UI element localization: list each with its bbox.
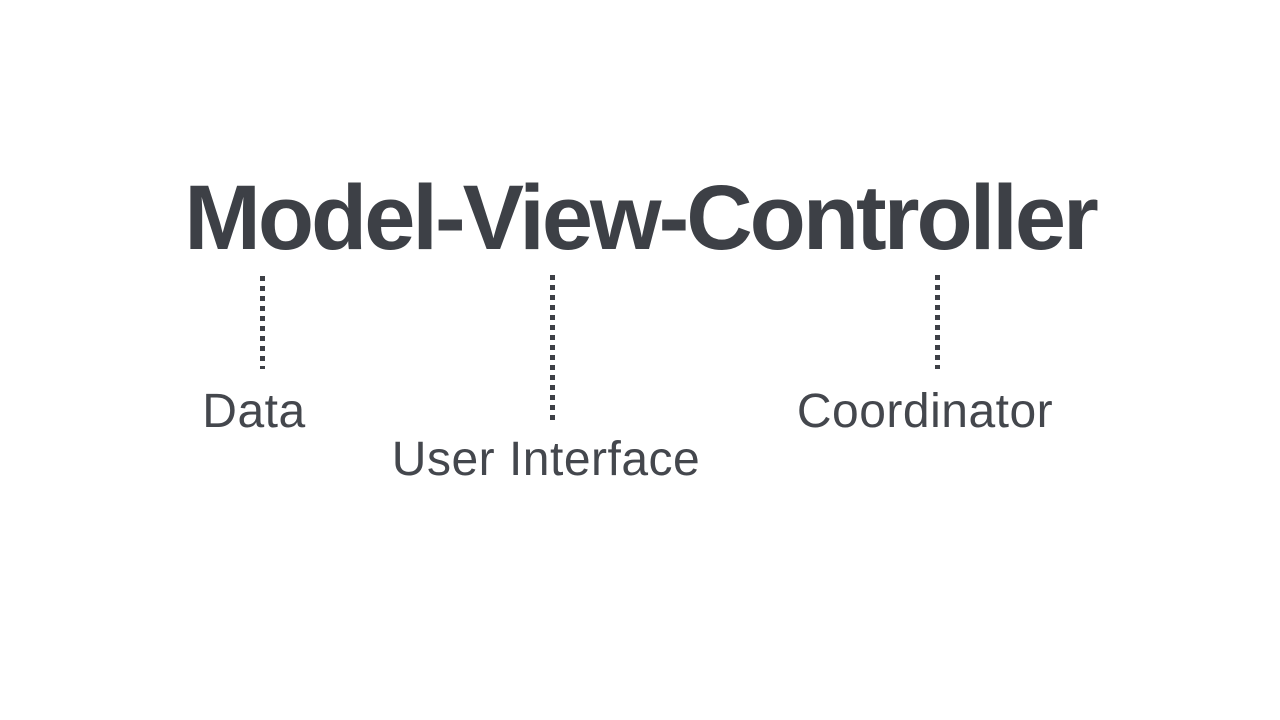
- dotted-connector-model: [260, 276, 265, 369]
- annotation-label-model: Data: [202, 385, 306, 438]
- annotation-label-view: User Interface: [391, 433, 701, 486]
- annotation-label-controller: Coordinator: [796, 385, 1054, 438]
- dotted-connector-controller: [935, 275, 940, 369]
- diagram-title: Model-View-Controller: [184, 167, 1099, 269]
- dotted-connector-view: [550, 275, 555, 421]
